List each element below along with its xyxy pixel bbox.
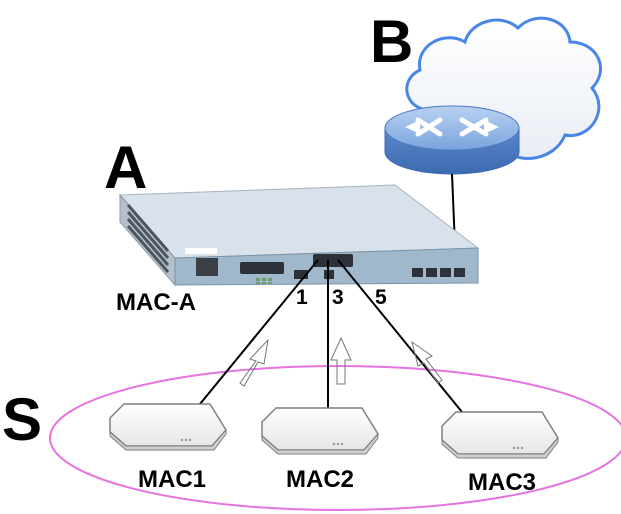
access-point-icon xyxy=(109,403,227,451)
label-mac3: MAC3 xyxy=(468,469,536,496)
uplink-arrow xyxy=(239,338,269,387)
label-a: A xyxy=(104,134,147,201)
port-label-3: 3 xyxy=(332,286,344,309)
port-label-5: 5 xyxy=(375,286,387,309)
label-mac1: MAC1 xyxy=(138,466,206,493)
access-point-icon xyxy=(441,411,559,459)
uplink-arrow xyxy=(411,340,443,384)
port-label-1: 1 xyxy=(296,286,308,309)
router-icon xyxy=(384,105,520,175)
label-mac2: MAC2 xyxy=(286,466,354,493)
segment-ellipse xyxy=(49,365,621,511)
link-port-5 xyxy=(337,259,463,413)
label-mac-a: MAC-A xyxy=(116,289,196,316)
link-port-1 xyxy=(199,259,319,405)
label-b: B xyxy=(370,8,413,75)
access-point-icon xyxy=(261,407,379,455)
label-s: S xyxy=(2,386,42,453)
uplink-arrow xyxy=(330,336,352,385)
switch-icon xyxy=(118,184,480,287)
